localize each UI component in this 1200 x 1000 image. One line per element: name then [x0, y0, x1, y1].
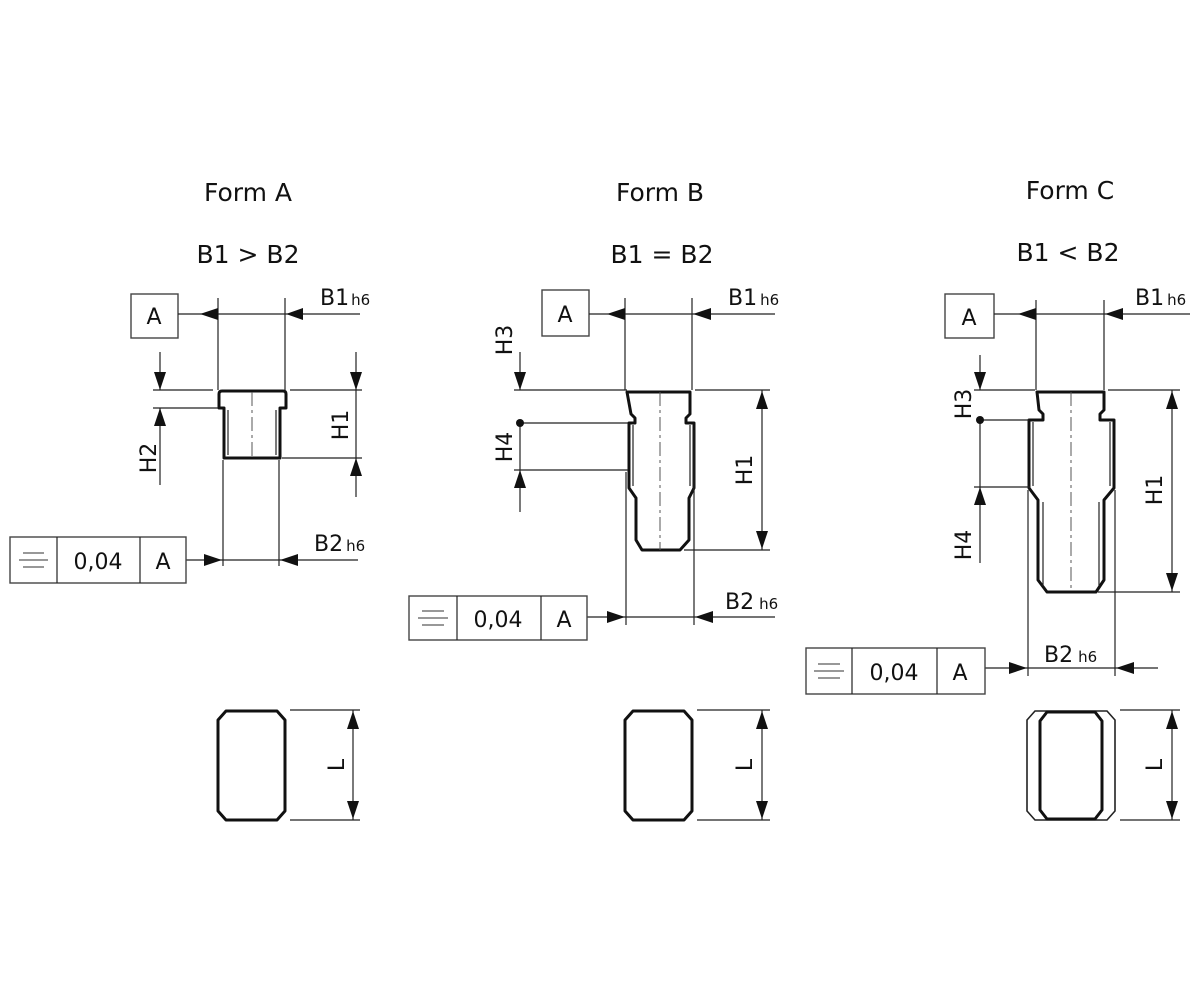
form-c-title: Form C	[1026, 176, 1114, 205]
h1-label: H1	[329, 410, 354, 441]
h1-dimension: H1	[684, 389, 770, 551]
datum-label: A	[146, 305, 161, 330]
datum-box	[944, 293, 995, 339]
length-view: L	[623, 709, 770, 822]
part-profile	[625, 390, 696, 552]
h2-dimension: H2	[137, 352, 218, 485]
h4-label: H4	[493, 432, 518, 463]
length-view: L	[1026, 709, 1180, 821]
l-label: L	[1143, 758, 1168, 771]
datum-box	[130, 293, 179, 339]
tolerance-frame: 0,04 A	[9, 536, 187, 584]
datum-label: A	[961, 306, 976, 331]
h1-label: H1	[733, 455, 758, 486]
datum-label: A	[557, 303, 572, 328]
tolerance-frame: 0,04 A	[408, 595, 588, 641]
tolerance-datum: A	[155, 550, 170, 575]
form-b-condition: B1 = B2	[611, 240, 714, 269]
h1-dimension: H1	[1098, 389, 1180, 593]
form-c-condition: B1 < B2	[1017, 238, 1120, 267]
tolerance-value: 0,04	[870, 661, 919, 686]
tolerance-frame: 0,04 A	[805, 647, 986, 695]
tolerance-value: 0,04	[74, 550, 123, 575]
h3-label: H3	[493, 325, 518, 356]
h1-dimension: H1	[282, 352, 362, 497]
h3-h4-dimension: H3 H4	[952, 355, 1035, 563]
l-label: L	[325, 758, 350, 771]
part-profile	[217, 389, 288, 460]
symmetry-icon	[418, 610, 448, 626]
symmetry-icon	[814, 663, 844, 679]
h4-label: H4	[952, 530, 977, 561]
tolerance-datum: A	[556, 608, 571, 633]
form-b-title: Form B	[616, 178, 704, 207]
form-a-title: Form A	[204, 178, 292, 207]
datum-box	[541, 289, 590, 337]
part-profile	[1027, 390, 1116, 594]
tolerance-value: 0,04	[474, 608, 523, 633]
h3-label: H3	[952, 389, 977, 420]
symmetry-icon	[19, 552, 48, 568]
h1-label: H1	[1143, 475, 1168, 506]
l-label: L	[733, 758, 758, 771]
length-view: L	[216, 709, 360, 822]
form-a-condition: B1 > B2	[197, 240, 300, 269]
h3-h4-dimension: H3 H4	[493, 325, 628, 512]
tolerance-datum: A	[952, 661, 967, 686]
h2-label: H2	[137, 443, 162, 474]
